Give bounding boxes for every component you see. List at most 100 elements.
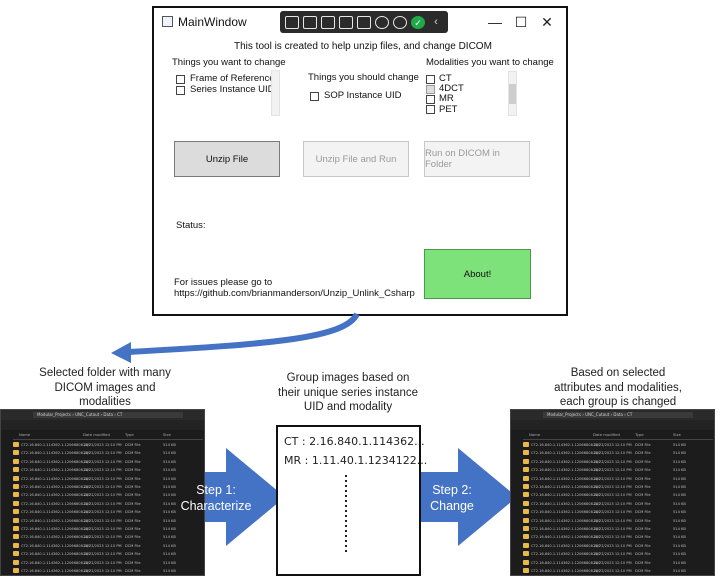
center-caption-line: UID and modality: [303, 401, 393, 413]
file-row[interactable]: CT2.16.840.1.114362.1.12066808.247...11/…: [523, 533, 713, 541]
address-field[interactable]: [543, 412, 693, 418]
ellipsis-dot: [345, 510, 347, 512]
unzip-and-run-button[interactable]: Unzip File and Run: [303, 141, 409, 177]
region-icon[interactable]: [357, 15, 371, 29]
mr-checkbox[interactable]: [426, 95, 435, 104]
right-caption-line: Based on selected: [570, 367, 666, 379]
file-row[interactable]: CT2.16.840.1.114362.1.12066808.247...11/…: [523, 559, 713, 567]
column-header[interactable]: Date modified: [593, 432, 620, 437]
file-cell: 11/27/2023 12:10 PM: [83, 535, 122, 540]
file-row[interactable]: CT2.16.840.1.114362.1.12066808.247...11/…: [523, 458, 713, 466]
file-row[interactable]: CT2.16.840.1.114362.1.12066808.247...11/…: [13, 508, 203, 516]
file-cell: CT2.16.840.1.114362.1.12066808.247...: [531, 569, 605, 573]
file-cell: CT2.16.840.1.114362.1.12066808.247...: [531, 560, 605, 565]
file-row[interactable]: CT2.16.840.1.114362.1.12066808.247...11/…: [523, 500, 713, 508]
column-header-row: Name Date modified Type Size: [13, 432, 203, 440]
column-header[interactable]: Date modified: [83, 432, 110, 437]
file-cell: DCM File: [635, 560, 651, 565]
address-field[interactable]: [33, 412, 183, 418]
center-caption-line: their unique series instance: [278, 386, 418, 399]
file-row[interactable]: CT2.16.840.1.114362.1.12066808.247...11/…: [523, 525, 713, 533]
file-row[interactable]: CT2.16.840.1.114362.1.12066808.247...11/…: [13, 500, 203, 508]
file-icon: [523, 492, 529, 498]
file-row[interactable]: CT2.16.840.1.114362.1.12066808.247...11/…: [13, 466, 203, 474]
file-row[interactable]: CT2.16.840.1.114362.1.12066808.247...11/…: [13, 475, 203, 483]
ellipsis-dot: [345, 530, 347, 532]
column-header[interactable]: Size: [163, 432, 171, 437]
file-row[interactable]: CT2.16.840.1.114362.1.12066808.247...11/…: [13, 525, 203, 533]
file-row[interactable]: CT2.16.840.1.114362.1.12066808.247...11/…: [523, 475, 713, 483]
file-row[interactable]: CT2.16.840.1.114362.1.12066808.247...11/…: [13, 533, 203, 541]
file-icon: [13, 568, 19, 573]
file-row[interactable]: CT2.16.840.1.114362.1.12066808.247...11/…: [523, 483, 713, 491]
file-cell: 11/27/2023 12:10 PM: [593, 443, 632, 447]
file-icon: [13, 500, 19, 506]
ct-label: CT: [439, 73, 452, 84]
address-bar[interactable]: Modular_Projects › UNC_Cutout › Data › C…: [1, 410, 204, 420]
file-cell: 514 KB: [673, 569, 686, 573]
column-header[interactable]: Type: [125, 432, 134, 437]
file-cell: CT2.16.840.1.114362.1.12066808.247...: [531, 501, 605, 506]
check-icon[interactable]: ✓: [411, 15, 425, 29]
file-row[interactable]: CT2.16.840.1.114362.1.12066808.247...11/…: [13, 483, 203, 491]
accessibility-icon[interactable]: [393, 15, 407, 29]
file-row[interactable]: CT2.16.840.1.114362.1.12066808.247...11/…: [13, 441, 203, 449]
file-row[interactable]: CT2.16.840.1.114362.1.12066808.247...11/…: [523, 550, 713, 558]
file-row[interactable]: CT2.16.840.1.114362.1.12066808.247...11/…: [13, 517, 203, 525]
run-on-folder-button[interactable]: Run on DICOM in Folder: [424, 141, 530, 177]
ct-checkbox[interactable]: [426, 75, 435, 84]
file-cell: 514 KB: [673, 518, 686, 523]
file-row[interactable]: CT2.16.840.1.114362.1.12066808.247...11/…: [13, 491, 203, 499]
file-cell: 514 KB: [163, 543, 176, 548]
file-row[interactable]: CT2.16.840.1.114362.1.12066808.247...11/…: [523, 542, 713, 550]
unzip-file-button[interactable]: Unzip File: [174, 141, 280, 177]
4dct-checkbox[interactable]: [426, 85, 435, 94]
file-row[interactable]: CT2.16.840.1.114362.1.12066808.247...11/…: [13, 449, 203, 457]
file-row[interactable]: CT2.16.840.1.114362.1.12066808.247...11/…: [13, 550, 203, 558]
file-row[interactable]: CT2.16.840.1.114362.1.12066808.247...11/…: [523, 508, 713, 516]
file-row[interactable]: CT2.16.840.1.114362.1.12066808.247...11/…: [523, 491, 713, 499]
pointer-icon[interactable]: [285, 15, 299, 29]
file-cell: DCM File: [635, 468, 651, 473]
file-row[interactable]: CT2.16.840.1.114362.1.12066808.247...11/…: [13, 542, 203, 550]
file-cell: 11/27/2023 12:10 PM: [83, 527, 122, 531]
issues-link[interactable]: https://github.com/brianmanderson/Unzip_…: [174, 288, 415, 299]
column-header[interactable]: Type: [635, 432, 644, 437]
file-cell: 11/27/2023 12:10 PM: [593, 543, 632, 548]
frame-of-reference-checkbox[interactable]: [176, 75, 185, 84]
file-row[interactable]: CT2.16.840.1.114362.1.12066808.247...11/…: [13, 458, 203, 466]
file-row[interactable]: CT2.16.840.1.114362.1.12066808.247...11/…: [13, 559, 203, 567]
intro-text: This tool is created to help unzip files…: [234, 41, 492, 52]
close-button[interactable]: ✕: [541, 14, 553, 30]
file-row[interactable]: CT2.16.840.1.114362.1.12066808.247...11/…: [13, 567, 203, 575]
file-cell: 514 KB: [673, 510, 686, 515]
mr-group-line: MR : 1.11.40.1.1234122...: [284, 454, 428, 467]
address-bar[interactable]: Modular_Projects › UNC_Cutout › Data › C…: [511, 410, 714, 420]
file-row[interactable]: CT2.16.840.1.114362.1.12066808.247...11/…: [523, 441, 713, 449]
series-uid-checkbox[interactable]: [176, 86, 185, 95]
column-header[interactable]: Size: [673, 432, 681, 437]
reference-scrollbar[interactable]: [271, 70, 280, 116]
column-header[interactable]: Name: [19, 432, 31, 437]
video-icon[interactable]: [303, 15, 317, 29]
chevron-left-icon[interactable]: ‹: [434, 15, 438, 28]
minimize-button[interactable]: —: [488, 14, 502, 30]
settings-icon[interactable]: [375, 15, 389, 29]
file-cell: 11/27/2023 12:10 PM: [83, 468, 122, 473]
file-row[interactable]: CT2.16.840.1.114362.1.12066808.247...11/…: [523, 567, 713, 575]
issues-line-1: For issues please go to: [174, 277, 273, 288]
window-capture-icon[interactable]: [339, 15, 353, 29]
file-cell: 11/27/2023 12:10 PM: [593, 459, 632, 464]
column-header[interactable]: Name: [529, 432, 541, 437]
screen-icon[interactable]: [321, 15, 335, 29]
pet-checkbox[interactable]: [426, 105, 435, 114]
scrollbar-thumb[interactable]: [509, 84, 516, 104]
maximize-button[interactable]: ☐: [514, 14, 528, 30]
file-row[interactable]: CT2.16.840.1.114362.1.12066808.247...11/…: [523, 449, 713, 457]
about-button[interactable]: About!: [424, 249, 531, 299]
file-row[interactable]: CT2.16.840.1.114362.1.12066808.247...11/…: [523, 517, 713, 525]
file-cell: 11/27/2023 12:10 PM: [83, 451, 122, 456]
modalities-scrollbar[interactable]: [508, 71, 517, 116]
sop-uid-checkbox[interactable]: [310, 92, 319, 101]
file-row[interactable]: CT2.16.840.1.114362.1.12066808.247...11/…: [523, 466, 713, 474]
